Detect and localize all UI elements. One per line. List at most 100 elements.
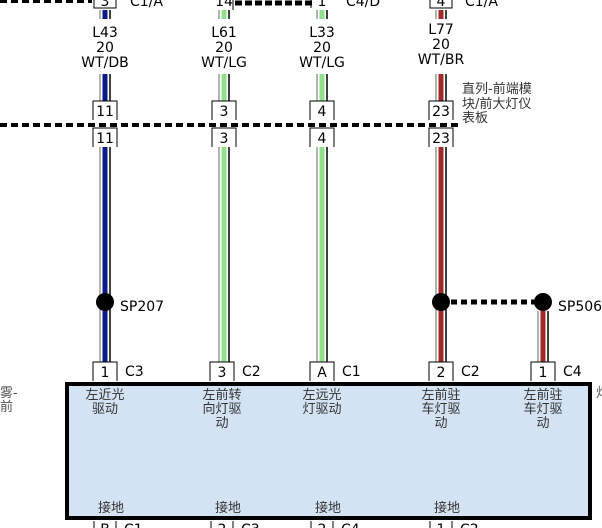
splice-label: SP506 bbox=[558, 299, 602, 315]
top-pin-3: 1 C4/D bbox=[310, 0, 380, 10]
edge-label-right: 灯 bbox=[596, 386, 602, 401]
top-pin-1: 3 C1/A bbox=[93, 0, 163, 10]
svg-text:20: 20 bbox=[215, 40, 233, 56]
svg-text:动: 动 bbox=[215, 416, 228, 431]
inline-pin-upper: 4 bbox=[309, 100, 335, 120]
svg-text:C3: C3 bbox=[241, 522, 260, 528]
pin-number: 1 bbox=[539, 365, 548, 381]
svg-text:动: 动 bbox=[434, 416, 447, 431]
splice-label: SP207 bbox=[120, 299, 164, 315]
inline-pin-upper: 23 bbox=[428, 100, 454, 120]
svg-text:动: 动 bbox=[536, 416, 549, 431]
svg-text:WT/DB: WT/DB bbox=[81, 55, 129, 71]
front-module-box[interactable] bbox=[65, 382, 592, 520]
inline-pin-lower: 3 bbox=[211, 127, 237, 147]
svg-text:C1/A: C1/A bbox=[465, 0, 498, 10]
svg-text:L61: L61 bbox=[211, 25, 237, 41]
connector-id: C4 bbox=[563, 364, 582, 380]
svg-text:车灯驱: 车灯驱 bbox=[523, 401, 562, 417]
pin-number: 3 bbox=[220, 131, 229, 147]
svg-text:L77: L77 bbox=[428, 22, 454, 38]
ground-pin: 2C4 bbox=[310, 521, 360, 528]
svg-text:C1: C1 bbox=[124, 522, 143, 528]
ground-pin: 1 C2 bbox=[429, 521, 479, 528]
pin-number: A bbox=[317, 365, 327, 381]
ground-pin: B C1 bbox=[93, 521, 143, 528]
svg-text:车灯驱: 车灯驱 bbox=[421, 401, 460, 417]
inline-pin-lower: 11 bbox=[92, 127, 118, 147]
svg-text:WT/BR: WT/BR bbox=[418, 52, 465, 68]
svg-text:直列-前端模: 直列-前端模 bbox=[462, 81, 532, 97]
pin-number: 11 bbox=[96, 131, 114, 147]
splice-dot bbox=[432, 293, 450, 311]
svg-text:块/前大灯仪: 块/前大灯仪 bbox=[462, 96, 531, 112]
svg-text:2: 2 bbox=[218, 522, 227, 528]
pin-number: 23 bbox=[432, 104, 450, 120]
svg-text:1: 1 bbox=[437, 522, 446, 528]
pin-number: 3 bbox=[218, 365, 227, 381]
pin-number: 3 bbox=[220, 104, 229, 120]
top-pin-4: 4 C1/A bbox=[429, 0, 498, 10]
svg-text:L33: L33 bbox=[309, 25, 335, 41]
svg-text:L43: L43 bbox=[92, 25, 118, 41]
svg-text:左前驻: 左前驻 bbox=[523, 387, 562, 403]
inline-connector-label: 直列-前端模 块/前大灯仪 表板 bbox=[462, 81, 532, 126]
connector-id: C2 bbox=[242, 364, 261, 380]
connector-id: C3 bbox=[125, 364, 144, 380]
inline-pin-upper: 11 bbox=[92, 100, 118, 120]
pin-number: 2 bbox=[437, 365, 446, 381]
svg-text:向灯驱: 向灯驱 bbox=[202, 401, 241, 417]
svg-text:WT/LG: WT/LG bbox=[299, 55, 345, 71]
svg-text:驱动: 驱动 bbox=[92, 402, 118, 417]
pin-number: 4 bbox=[318, 131, 327, 147]
module-pin: A bbox=[309, 361, 335, 381]
svg-text:C4: C4 bbox=[341, 522, 360, 528]
module-pin: 3 bbox=[209, 361, 235, 381]
svg-text:表板: 表板 bbox=[462, 111, 488, 126]
ground-pin: 2 C3 bbox=[210, 521, 260, 528]
pin-number: 4 bbox=[318, 104, 327, 120]
inline-pin-lower: 4 bbox=[309, 127, 335, 147]
ground-label: 接地 bbox=[215, 500, 241, 516]
svg-text:左近光: 左近光 bbox=[85, 388, 124, 403]
top-pin-2: 14 bbox=[215, 0, 234, 10]
module-pin: 1 bbox=[92, 361, 118, 381]
svg-text:14: 14 bbox=[215, 0, 233, 10]
edge-label-left: 雾- bbox=[0, 386, 18, 401]
ground-label: 接地 bbox=[315, 500, 341, 516]
svg-text:20: 20 bbox=[313, 40, 331, 56]
splice-sp207 bbox=[96, 293, 114, 311]
connector-id: C1 bbox=[342, 364, 361, 380]
svg-text:左前驻: 左前驻 bbox=[421, 387, 460, 403]
svg-text:C1/A: C1/A bbox=[130, 0, 163, 10]
inline-pin-lower: 23 bbox=[428, 127, 454, 147]
svg-text:左远光: 左远光 bbox=[302, 388, 341, 403]
module-pin: 2 bbox=[428, 361, 454, 381]
svg-text:灯驱动: 灯驱动 bbox=[302, 402, 341, 417]
pin-number: 1 bbox=[101, 365, 110, 381]
inline-pin-upper: 3 bbox=[211, 100, 237, 120]
module-pin: 1 bbox=[530, 361, 556, 381]
connector-id: C2 bbox=[461, 364, 480, 380]
pin-number: 11 bbox=[96, 104, 114, 120]
svg-text:B: B bbox=[100, 522, 110, 528]
edge-label-left: 前 bbox=[0, 399, 13, 415]
pin-number: 23 bbox=[432, 131, 450, 147]
ground-label: 接地 bbox=[98, 500, 124, 516]
svg-text:4: 4 bbox=[437, 0, 446, 10]
svg-text:20: 20 bbox=[432, 37, 450, 53]
svg-text:20: 20 bbox=[96, 40, 114, 56]
splice-sp506 bbox=[534, 293, 552, 311]
svg-text:WT/LG: WT/LG bbox=[201, 55, 247, 71]
ground-label: 接地 bbox=[434, 500, 460, 516]
svg-text:3: 3 bbox=[101, 0, 110, 10]
svg-text:C2: C2 bbox=[460, 522, 479, 528]
